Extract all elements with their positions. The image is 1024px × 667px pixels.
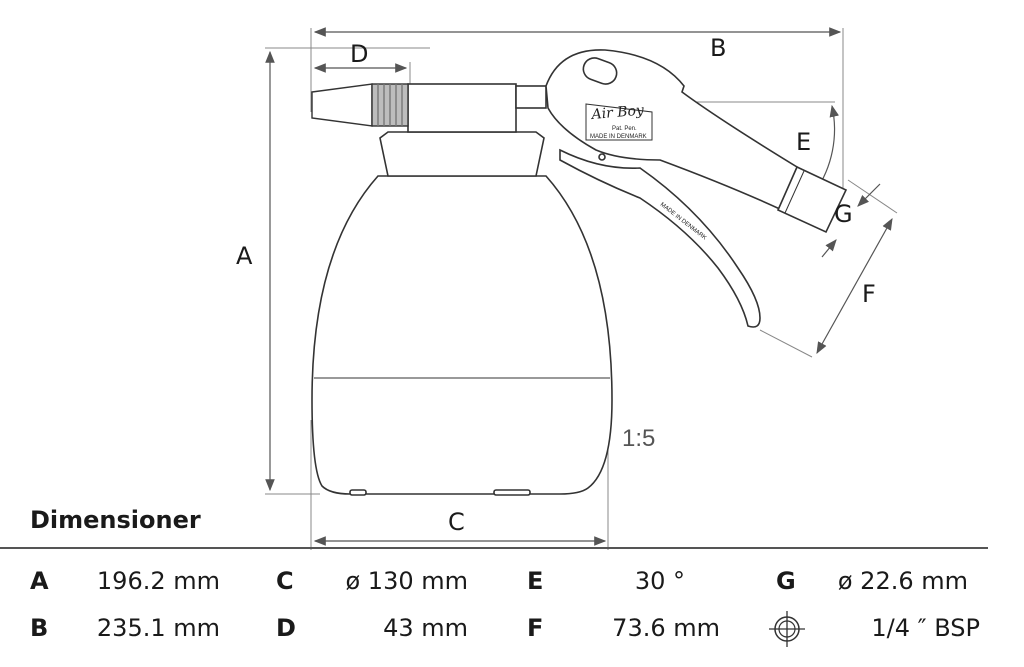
row-a-value: 196.2 mm xyxy=(96,567,220,595)
row-f-key: F xyxy=(527,614,544,642)
scale-label: 1:5 xyxy=(622,425,655,452)
sprayer-cap xyxy=(379,83,547,177)
trigger-lever xyxy=(559,148,761,328)
dim-line-f xyxy=(816,217,893,355)
label-a: A xyxy=(236,242,253,270)
label-e: E xyxy=(796,128,811,156)
thread-crosshair-icon xyxy=(769,611,805,647)
row-b-key: B xyxy=(30,614,49,642)
pat-pen-text: Pat. Pen. xyxy=(612,126,637,132)
row-bsp-value: 1/4 ″ BSP xyxy=(871,614,980,642)
air-boy-handle xyxy=(545,49,848,234)
row-a-key: A xyxy=(30,567,49,595)
row-e-value: 30 ° xyxy=(634,567,685,595)
sprayer-nozzle xyxy=(311,83,409,127)
dimensions-heading: Dimensioner xyxy=(30,506,201,534)
row-d-value: 43 mm xyxy=(383,614,468,642)
row-c-value: ø 130 mm xyxy=(345,567,468,595)
row-g-value: ø 22.6 mm xyxy=(837,567,968,595)
label-d: D xyxy=(350,40,368,68)
row-d-key: D xyxy=(276,614,296,642)
row-g-key: G xyxy=(776,567,796,595)
row-e-key: E xyxy=(527,567,544,595)
label-c: C xyxy=(448,508,465,536)
row-b-value: 235.1 mm xyxy=(96,614,220,642)
table-divider xyxy=(0,547,988,549)
row-f-value: 73.6 mm xyxy=(612,614,720,642)
row-c-key: C xyxy=(276,567,294,595)
dim-line-g-bottom xyxy=(821,239,837,258)
dimension-lines xyxy=(265,27,893,546)
label-g: G xyxy=(834,200,853,228)
dim-line-g-top xyxy=(857,183,881,207)
brand-logo: Air Boy xyxy=(589,102,646,123)
label-b: B xyxy=(710,34,726,62)
made-in-text: MADE IN DENMARK xyxy=(590,134,647,140)
sprayer-bottle xyxy=(311,175,613,496)
label-f: F xyxy=(862,280,876,308)
